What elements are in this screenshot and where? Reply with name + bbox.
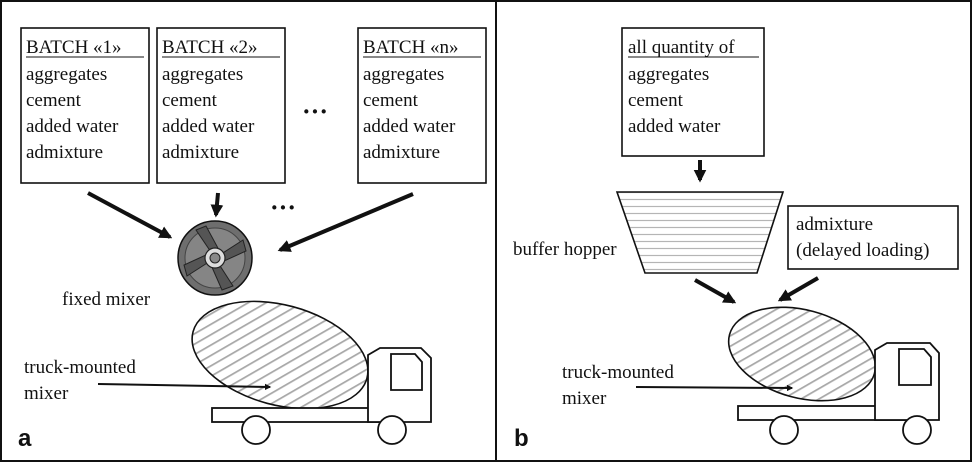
batch-box-1: BATCH «1» aggregates cement added water … [20, 27, 150, 184]
panel-a: BATCH «1» aggregates cement added water … [18, 27, 487, 452]
batch-n-line-1: aggregates [363, 64, 444, 85]
batch-1-line-1: aggregates [26, 64, 107, 85]
batch-n-line-2: cement [363, 90, 419, 111]
truck-mixer-drum-b [727, 306, 877, 402]
batch-n-line-4: admixture [363, 142, 440, 163]
batch-n-header: BATCH «n» [363, 37, 459, 58]
batch-n-line-3: added water [363, 116, 456, 137]
batch-2-line-4: admixture [162, 142, 239, 163]
arrow-batch-n [277, 192, 414, 252]
arrow-batch-1 [87, 191, 173, 239]
material-line-2: cement [628, 90, 684, 111]
batch-box-2: BATCH «2» aggregates cement added water … [156, 27, 286, 184]
arrow-truck-mixer [97, 383, 272, 391]
truck-b [737, 342, 940, 445]
truck-mixer-label-line-2: mixer [24, 383, 69, 404]
truck-mixer-b-label-line-1: truck-mounted [562, 362, 674, 383]
batch-2-line-1: aggregates [162, 64, 243, 85]
batch-2-line-3: added water [162, 116, 255, 137]
batch-2-line-2: cement [162, 90, 218, 111]
material-box-header: all quantity of [628, 37, 735, 58]
truck-a [211, 347, 432, 445]
arrow-truck-mixer-b [635, 384, 794, 392]
material-line-1: aggregates [628, 64, 709, 85]
admixture-box: admixture (delayed loading) [787, 205, 959, 270]
buffer-hopper [615, 191, 785, 274]
ellipsis-boxes: ··· [302, 97, 328, 126]
admixture-line-2: (delayed loading) [796, 240, 929, 261]
ellipsis-arrows: ··· [270, 193, 296, 222]
arrow-admixture-to-truck [777, 276, 820, 302]
truck-mixer-b-label-line-2: mixer [562, 388, 607, 409]
batch-1-header: BATCH «1» [26, 37, 122, 58]
admixture-line-1: admixture [796, 214, 873, 235]
fixed-mixer-icon [177, 220, 253, 296]
batch-2-header: BATCH «2» [162, 37, 258, 58]
batch-1-line-2: cement [26, 90, 82, 111]
batch-box-n: BATCH «n» aggregates cement added water … [357, 27, 487, 184]
batch-1-line-4: admixture [26, 142, 103, 163]
arrow-hopper-to-truck [694, 278, 737, 304]
panel-a-letter: a [18, 425, 32, 452]
truck-mixer-drum [191, 300, 369, 410]
panel-b: all quantity of aggregates cement added … [513, 27, 959, 452]
fixed-mixer-label: fixed mixer [62, 289, 151, 310]
buffer-hopper-label: buffer hopper [513, 239, 617, 260]
material-line-3: added water [628, 116, 721, 137]
batch-1-line-3: added water [26, 116, 119, 137]
material-box: all quantity of aggregates cement added … [621, 27, 765, 157]
truck-mixer-label-line-1: truck-mounted [24, 357, 136, 378]
panel-b-letter: b [514, 425, 529, 452]
arrow-batch-2 [210, 192, 224, 218]
